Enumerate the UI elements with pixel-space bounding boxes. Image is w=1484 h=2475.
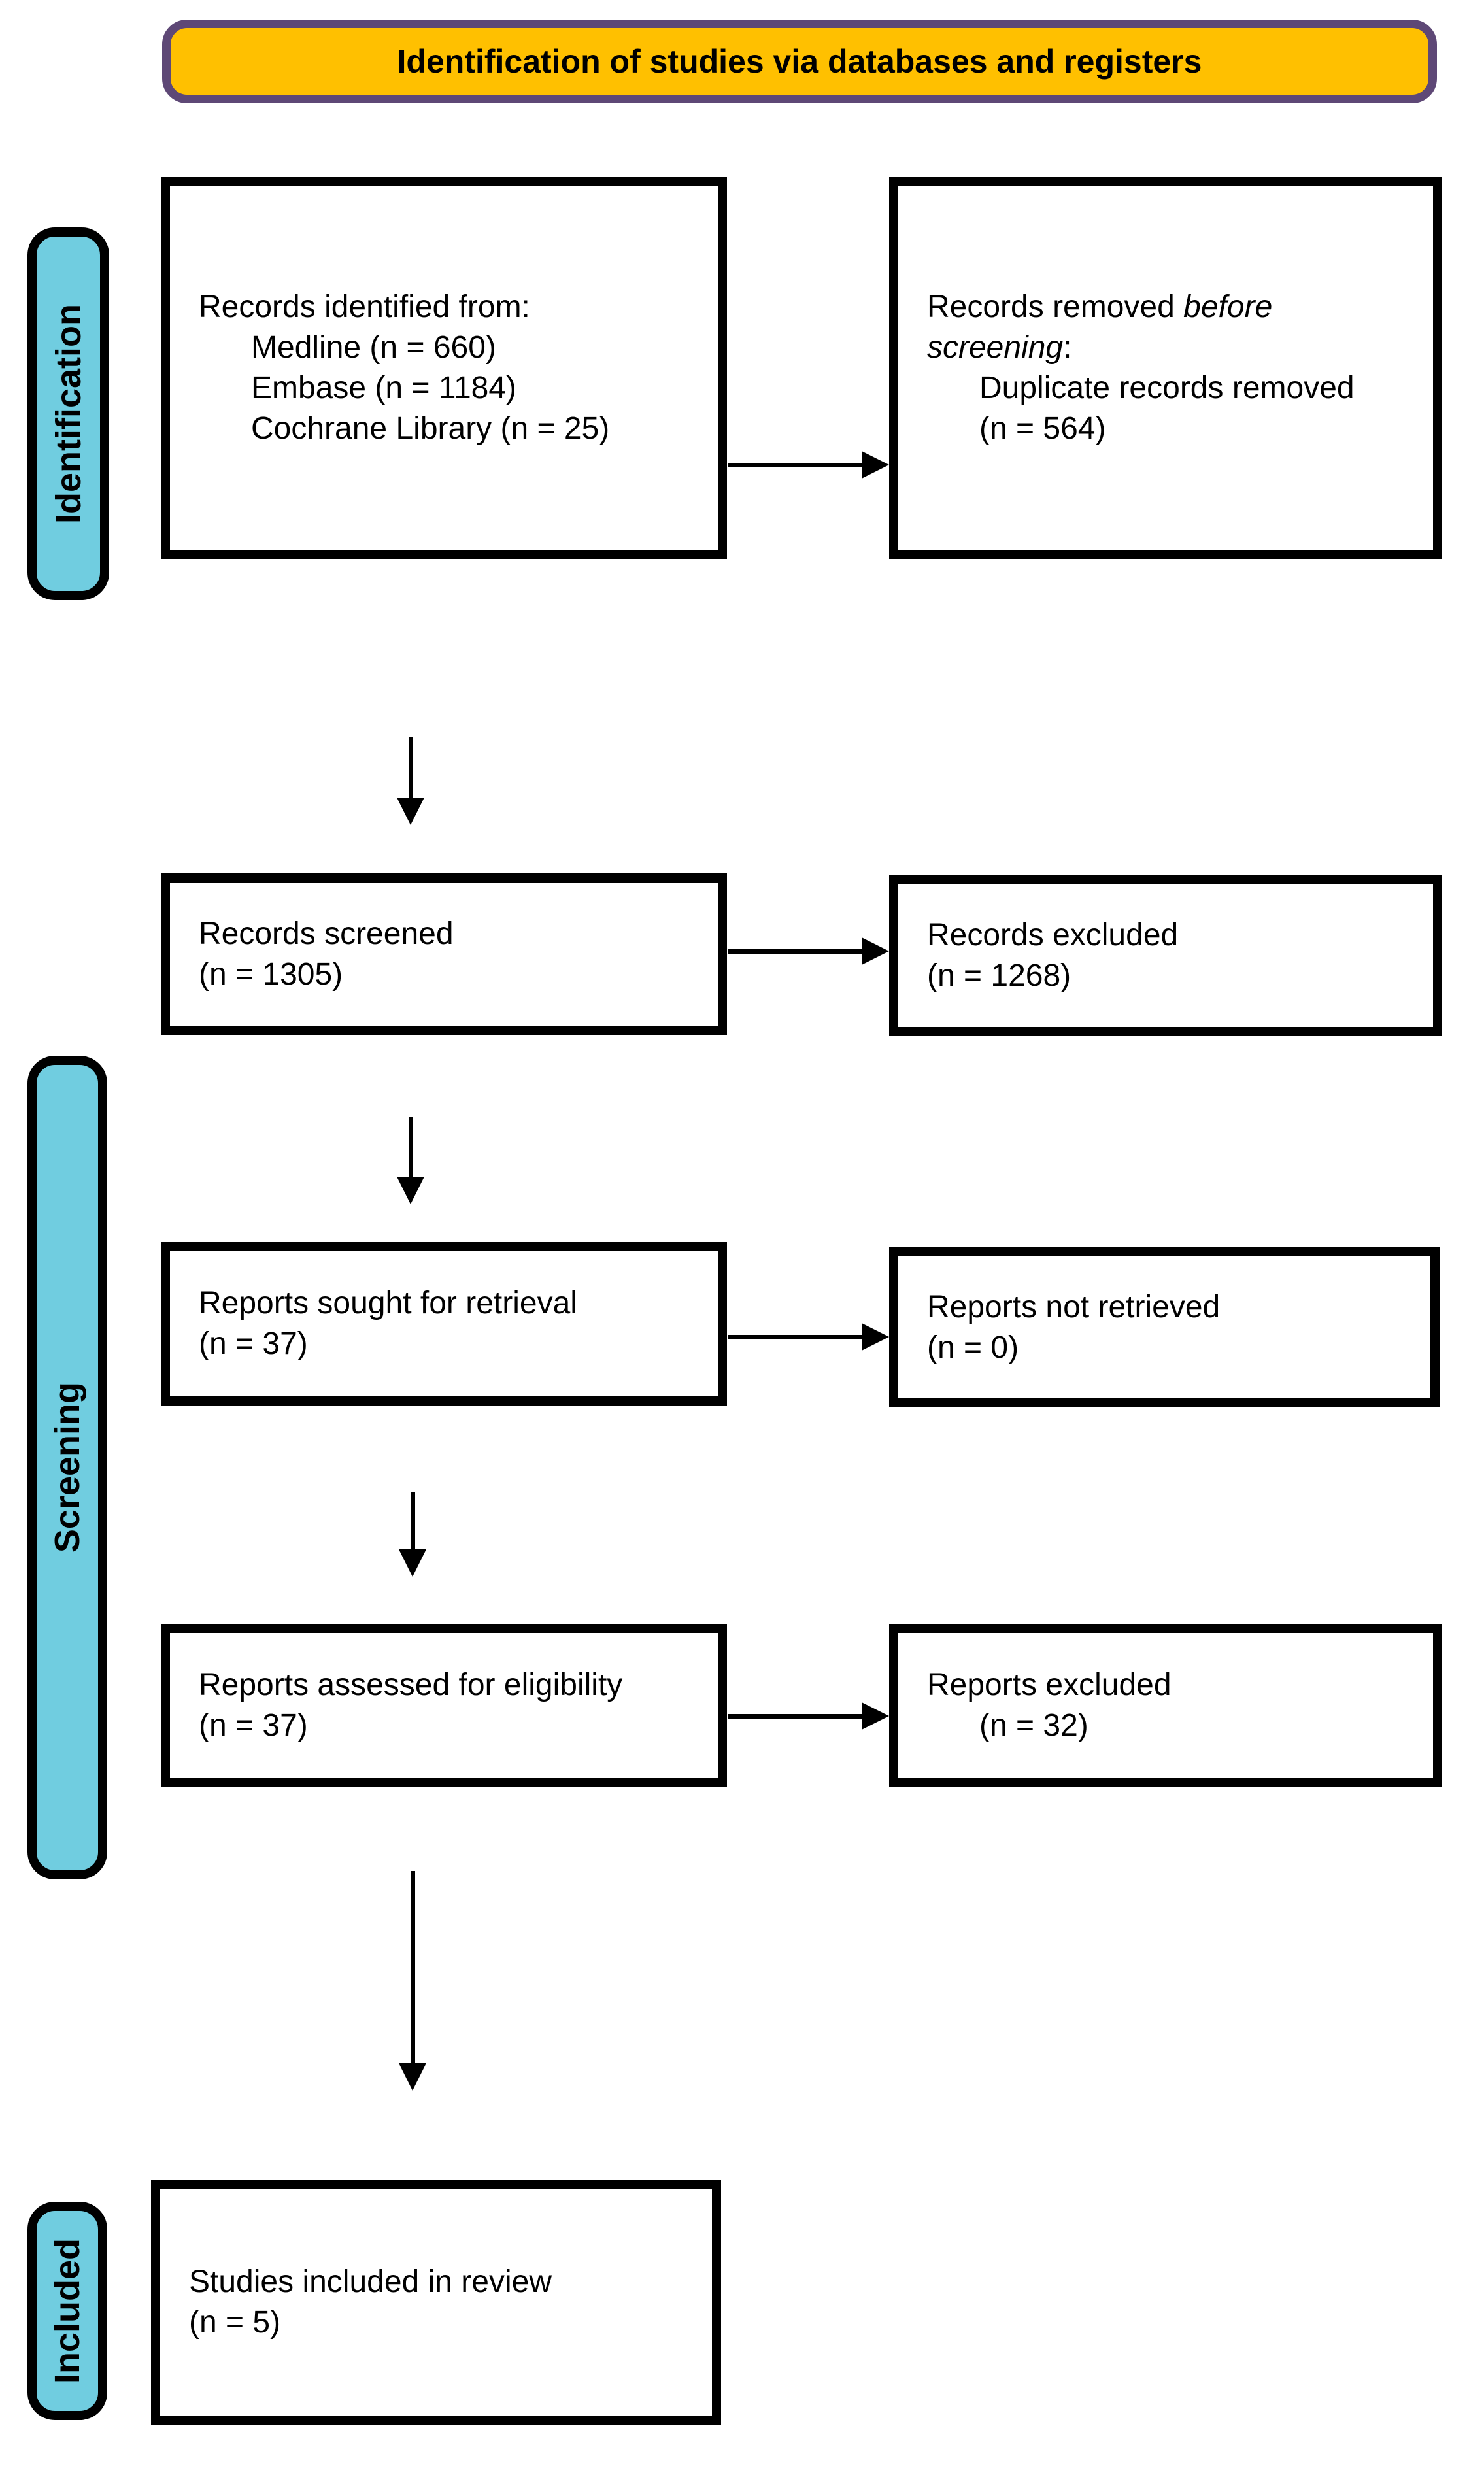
arrow-shaft bbox=[728, 1714, 866, 1719]
arrow-head-down-icon bbox=[397, 1177, 424, 1204]
arrow-shaft bbox=[728, 463, 866, 467]
stage-bar-screening: Screening bbox=[27, 1056, 107, 1879]
arrow-head-down-icon bbox=[399, 2063, 426, 2091]
box-records-screened: Records screened (n = 1305) bbox=[161, 873, 727, 1035]
arrow-shaft bbox=[409, 737, 413, 799]
reports-assessed-count: (n = 37) bbox=[199, 1708, 308, 1743]
box-reports-not-retrieved: Reports not retrieved (n = 0) bbox=[889, 1247, 1440, 1407]
arrow-shaft bbox=[409, 1117, 413, 1178]
box-records-identified: Records identified from: Medline (n = 66… bbox=[161, 177, 727, 559]
box-reports-excluded: Reports excluded (n = 32) bbox=[889, 1624, 1442, 1787]
studies-included-count: (n = 5) bbox=[189, 2304, 281, 2340]
reports-excluded-count: (n = 32) bbox=[979, 1708, 1088, 1743]
records-identified-source-medline: Medline (n = 660) bbox=[251, 329, 496, 365]
records-excluded-count: (n = 1268) bbox=[927, 958, 1071, 993]
duplicate-records-removed-count: (n = 564) bbox=[979, 411, 1106, 446]
records-identified-heading: Records identified from: bbox=[199, 289, 530, 324]
banner-identification-via-databases: Identification of studies via databases … bbox=[162, 20, 1437, 103]
records-removed-before-italic: before bbox=[1183, 289, 1273, 324]
stage-label-screening: Screening bbox=[48, 1382, 87, 1553]
stage-bar-included: Included bbox=[27, 2202, 107, 2420]
arrow-head-right-icon bbox=[862, 1702, 889, 1730]
box-records-excluded: Records excluded (n = 1268) bbox=[889, 875, 1442, 1036]
reports-not-retrieved-count: (n = 0) bbox=[927, 1330, 1019, 1365]
box-studies-included: Studies included in review (n = 5) bbox=[151, 2180, 721, 2425]
stage-label-included: Included bbox=[48, 2238, 87, 2383]
records-screened-label: Records screened bbox=[199, 916, 454, 951]
duplicate-records-removed-label: Duplicate records removed bbox=[979, 370, 1355, 405]
arrow-shaft bbox=[411, 1492, 415, 1551]
records-identified-source-cochrane: Cochrane Library (n = 25) bbox=[251, 411, 610, 446]
records-removed-screening-italic: screening bbox=[927, 329, 1064, 365]
records-removed-text: Records removed bbox=[927, 289, 1184, 324]
arrow-shaft bbox=[728, 1335, 866, 1339]
arrow-head-down-icon bbox=[397, 798, 424, 825]
records-removed-line2: screening: bbox=[927, 328, 1421, 368]
arrow-shaft bbox=[728, 949, 866, 954]
reports-excluded-label: Reports excluded bbox=[927, 1668, 1172, 1702]
arrow-shaft bbox=[411, 1871, 415, 2064]
records-removed-colon: : bbox=[1063, 329, 1072, 365]
banner-title: Identification of studies via databases … bbox=[397, 43, 1202, 80]
records-identified-source-embase: Embase (n = 1184) bbox=[251, 370, 517, 405]
reports-assessed-label: Reports assessed for eligibility bbox=[199, 1668, 623, 1702]
box-records-removed-before-screening: Records removed before screening: Duplic… bbox=[889, 177, 1442, 559]
arrow-head-right-icon bbox=[862, 451, 889, 479]
stage-label-identification: Identification bbox=[48, 304, 88, 524]
arrow-head-down-icon bbox=[399, 1549, 426, 1577]
arrow-head-right-icon bbox=[862, 937, 889, 965]
records-removed-line1: Records removed before bbox=[927, 287, 1421, 328]
stage-bar-identification: Identification bbox=[27, 227, 109, 600]
studies-included-label: Studies included in review bbox=[189, 2264, 552, 2299]
reports-not-retrieved-label: Reports not retrieved bbox=[927, 1289, 1221, 1324]
records-screened-count: (n = 1305) bbox=[199, 956, 343, 992]
records-excluded-label: Records excluded bbox=[927, 917, 1179, 952]
box-reports-sought: Reports sought for retrieval (n = 37) bbox=[161, 1242, 727, 1406]
box-reports-assessed: Reports assessed for eligibility (n = 37… bbox=[161, 1624, 727, 1787]
reports-sought-count: (n = 37) bbox=[199, 1326, 308, 1361]
arrow-head-right-icon bbox=[862, 1323, 889, 1351]
reports-sought-label: Reports sought for retrieval bbox=[199, 1286, 577, 1321]
